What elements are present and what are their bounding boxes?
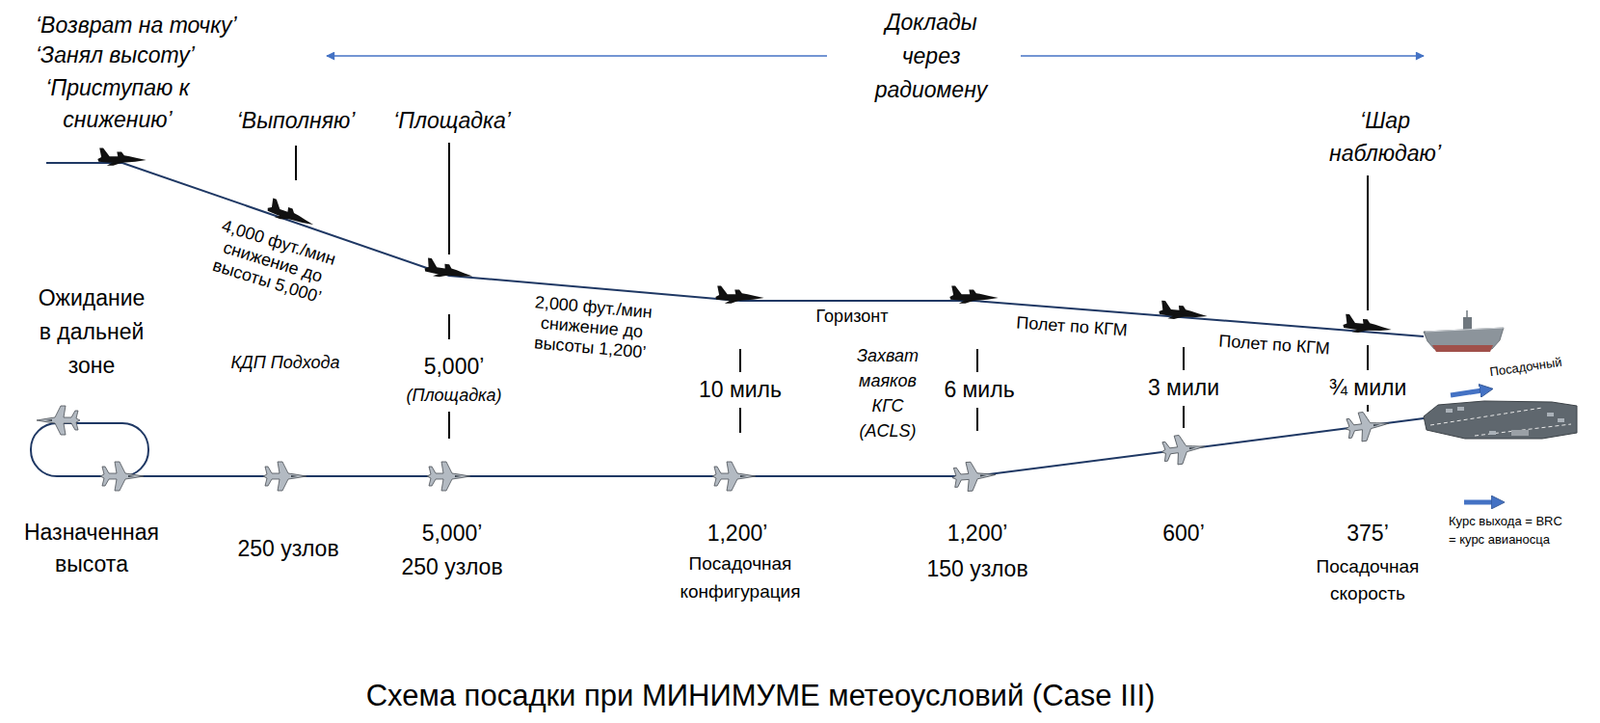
distance-label: ¾ мили [1329, 373, 1408, 402]
control-label: КДП Подхода [230, 351, 340, 374]
landing-course-arrow [1450, 390, 1483, 396]
aircraft-top [36, 405, 1391, 493]
diagram-caption: Схема посадки при МИНИМУМЕ метеоусловий … [366, 678, 1156, 714]
radio-call: ‘Приступаю к снижению’ [35, 72, 200, 136]
tick-marks [295, 142, 1368, 439]
brc-arrow [1464, 500, 1494, 506]
plan-track [122, 418, 1424, 477]
holding-pattern [30, 423, 149, 477]
radio-arrow [326, 54, 827, 57]
segment-note: Горизонт [816, 305, 889, 328]
speed-label: 250 узлов [237, 534, 339, 563]
landing-course-label: Посадочный [1489, 354, 1564, 380]
altitude-label: 1,200’ [707, 519, 769, 548]
carrier-top [1423, 400, 1577, 439]
config-label: Посадочная конфигурация [663, 549, 818, 606]
altitude-label: 5,000’ [424, 352, 485, 381]
altitude-label: 600’ [1162, 519, 1204, 548]
altitude-note: (Площадка) [405, 384, 502, 407]
radio-call: ‘Шар наблюдаю’ [1317, 104, 1453, 170]
distance-label: 3 мили [1147, 373, 1220, 402]
radio-call: ‘Выполняю’ [237, 106, 356, 135]
legend-note: Курс выхода = BRC = курс авианосца [1448, 511, 1573, 549]
altitude-label: Назначенная высота [14, 516, 169, 581]
distance-label: 6 миль [943, 375, 1014, 404]
speed-label: Посадочная скорость [1295, 553, 1440, 608]
speed-label: 150 узлов [926, 555, 1028, 584]
speed-label: 250 узлов [400, 553, 503, 582]
altitude-label: 1,200’ [947, 519, 1009, 548]
altitude-label: 5,000’ [422, 519, 483, 548]
descent-note: 2,000 фут./мин снижение до высоты 1,200’ [522, 292, 663, 365]
segment-note: Полет по КГМ [1218, 330, 1332, 361]
radio-call: ‘Площадка’ [393, 106, 511, 135]
radio-call: ‘Возврат на точку’ [35, 11, 238, 40]
carrier-side [1423, 310, 1504, 352]
descent-note: 4,000 фут./мин снижение до высоты 5,000’ [199, 213, 347, 311]
radio-call: ‘Занял высоту’ [35, 41, 195, 70]
radio-note: Доклады через радиомену [866, 5, 997, 107]
aircraft-side [97, 148, 1392, 336]
holding-label: Ожидание в дальней зоне [33, 281, 150, 383]
altitude-label: 375’ [1346, 519, 1388, 548]
distance-label: 10 миль [698, 375, 782, 404]
radio-arrow [1020, 54, 1424, 57]
acls-note: Захват маяков КГС (ACLS) [853, 343, 922, 444]
segment-note: Полет по КГМ [1015, 312, 1129, 343]
profile-path [46, 162, 1424, 337]
